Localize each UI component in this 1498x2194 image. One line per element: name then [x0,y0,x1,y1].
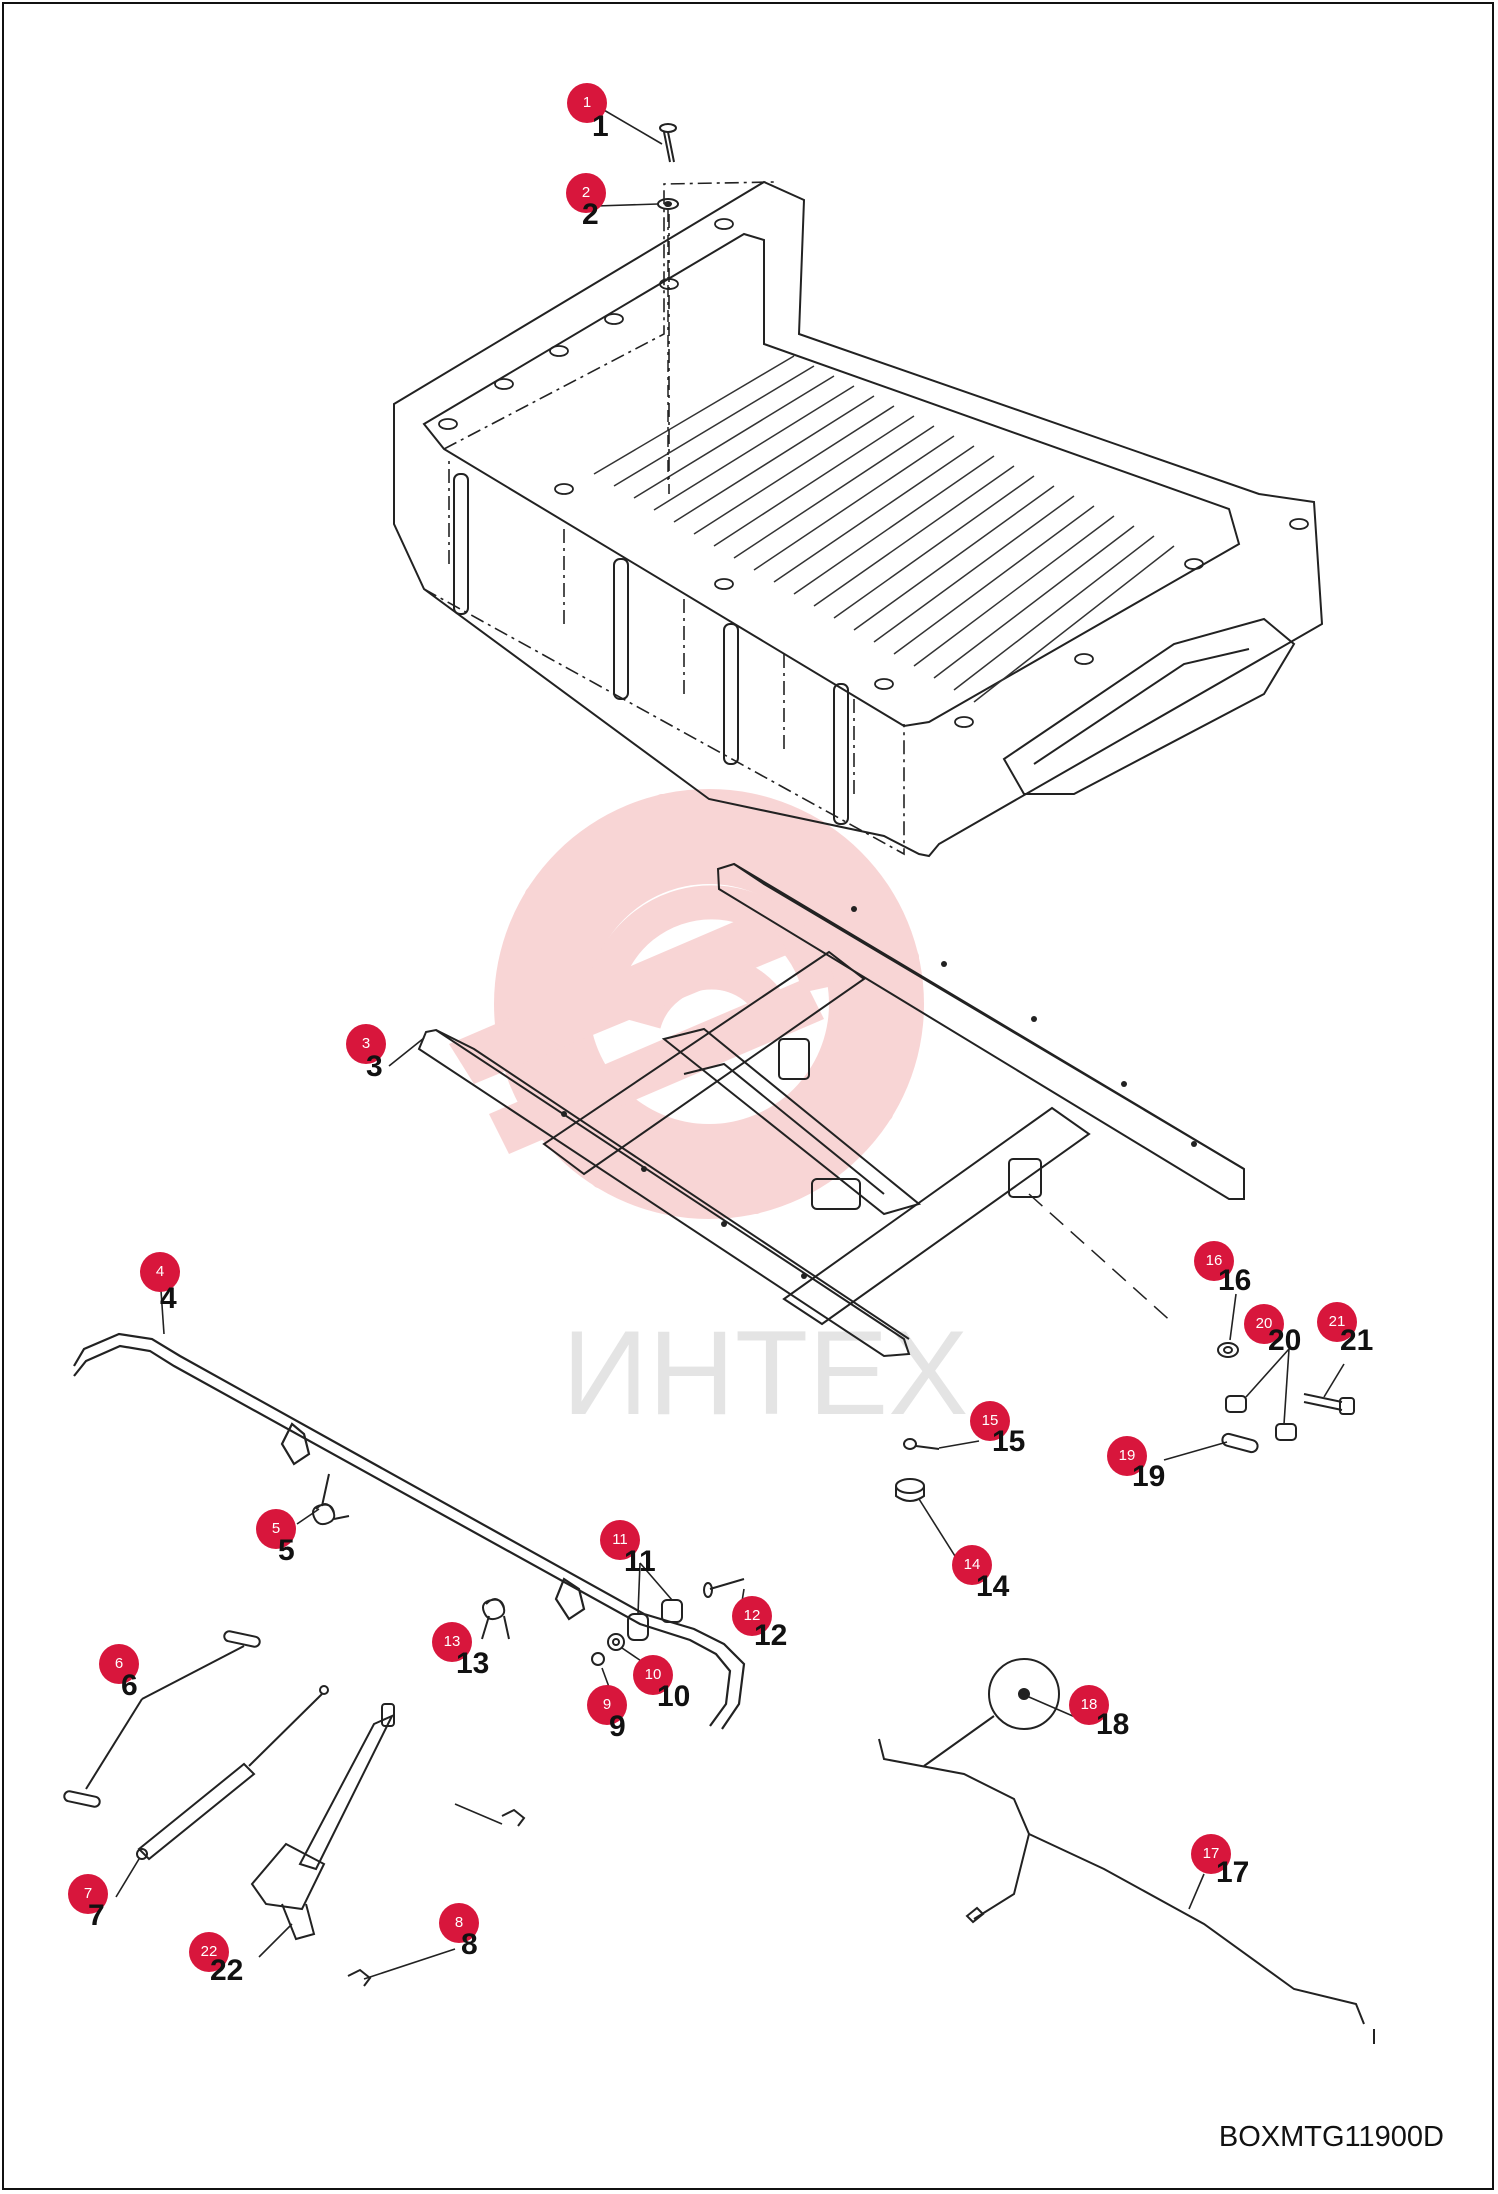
callout-13[interactable]: 13 [432,1622,472,1662]
callout-22[interactable]: 22 [189,1932,229,1972]
part-15-bolt [903,1438,940,1450]
callout-10[interactable]: 10 [633,1655,673,1695]
part-17-harness [878,1738,1375,2044]
callout-6[interactable]: 6 [99,1644,139,1684]
callout-16[interactable]: 16 [1194,1241,1234,1281]
part-19-pin [1221,1432,1259,1454]
part-label-21: 21 [1340,1324,1374,1357]
part-label-2: 2 [582,198,599,231]
callout-18[interactable]: 18 [1069,1685,1109,1725]
cargo-box [393,180,1324,858]
drawing-code: BOXMTG11900D [1219,2121,1444,2153]
part-label-15: 15 [992,1425,1026,1458]
part-label-3: 3 [366,1050,383,1083]
part-2-washer [657,198,679,484]
watermark-gear-logo: ИНТЕХ [449,789,968,1440]
callout-8[interactable]: 8 [439,1903,479,1943]
part-label-19: 19 [1132,1460,1166,1493]
callout-20[interactable]: 20 [1244,1304,1284,1344]
callout-4[interactable]: 4 [140,1252,180,1292]
part-10-washer [607,1633,625,1651]
part-20-bushing [1225,1395,1297,1441]
part-8-clip [347,1808,526,1987]
callout-1[interactable]: 1 [567,83,607,123]
part-label-6: 6 [121,1669,138,1702]
part-label-18: 18 [1096,1708,1130,1741]
callout-2[interactable]: 2 [566,173,606,213]
part-label-13: 13 [456,1647,490,1680]
part-3-frame [417,862,1245,1358]
part-label-1: 1 [592,110,609,143]
part-6-pin [63,1630,261,1808]
callout-7[interactable]: 7 [68,1874,108,1914]
part-label-20: 20 [1268,1324,1302,1357]
callout-14[interactable]: 14 [952,1545,992,1585]
part-22-actuator [250,1703,395,1941]
part-16-nut [1217,1342,1239,1358]
part-9-nut [591,1652,605,1666]
watermark-text: ИНТЕХ [562,1306,968,1440]
part-5-spring [312,1473,350,1526]
part-12-pin [703,1578,745,1598]
callout-9[interactable]: 9 [587,1685,627,1725]
part-label-8: 8 [461,1928,478,1961]
part-14-mount [895,1478,925,1502]
part-13-spring [481,1598,510,1640]
part-label-7: 7 [88,1899,105,1932]
part-21-bolt [1303,1393,1355,1415]
part-label-9: 9 [609,1710,626,1743]
part-label-4: 4 [160,1282,177,1315]
callout-15[interactable]: 15 [970,1401,1010,1441]
callout-11[interactable]: 11 [600,1520,640,1560]
callout-3[interactable]: 3 [346,1024,386,1064]
exploded-parts-drawing: ИНТЕХ [63,105,1444,2153]
part-1-bolt [659,123,677,163]
part-7-gas-strut [136,1685,329,1861]
part-label-14: 14 [976,1570,1010,1603]
part-18-grommet [923,1658,1060,1767]
part-label-11: 11 [624,1545,656,1578]
callout-19[interactable]: 19 [1107,1436,1147,1476]
part-label-10: 10 [657,1680,691,1713]
part-label-17: 17 [1216,1856,1250,1889]
part-label-5: 5 [278,1534,295,1567]
callout-17[interactable]: 17 [1191,1834,1231,1874]
callout-12[interactable]: 12 [732,1596,772,1636]
callout-5[interactable]: 5 [256,1509,296,1549]
part-label-16: 16 [1218,1264,1252,1297]
part-label-22: 22 [210,1954,244,1987]
callout-21[interactable]: 21 [1317,1302,1357,1342]
part-label-12: 12 [754,1619,788,1652]
